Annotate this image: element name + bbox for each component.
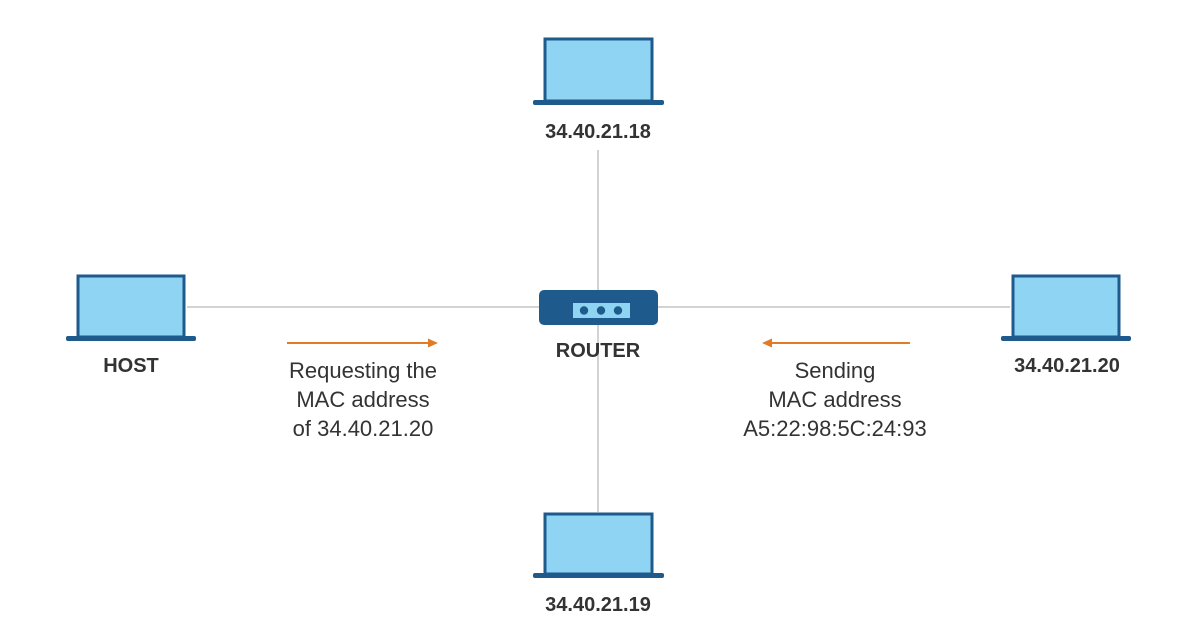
request-line-1: Requesting the bbox=[289, 358, 437, 383]
reply-arrow bbox=[762, 338, 910, 348]
router-icon bbox=[539, 290, 658, 325]
laptop-icon-host bbox=[66, 274, 196, 341]
router-label: ROUTER bbox=[555, 340, 641, 362]
reply-line-1: Sending bbox=[794, 358, 876, 383]
request-arrow bbox=[287, 338, 438, 348]
top-device-label: 34.40.21.18 bbox=[545, 121, 651, 143]
request-line-3: of 34.40.21.20 bbox=[292, 416, 434, 441]
request-message: Requesting the MAC address of 34.40.21.2… bbox=[289, 356, 437, 443]
laptop-icon-bottom bbox=[533, 512, 664, 578]
bottom-device-label: 34.40.21.19 bbox=[545, 594, 651, 616]
right-device-label: 34.40.21.20 bbox=[1014, 355, 1120, 377]
laptop-icon-top bbox=[533, 37, 664, 105]
laptop-icon-right bbox=[1001, 274, 1131, 341]
host-label: HOST bbox=[103, 355, 159, 377]
reply-message: Sending MAC address A5:22:98:5C:24:93 bbox=[743, 356, 926, 443]
reply-line-3: A5:22:98:5C:24:93 bbox=[743, 416, 927, 441]
request-line-2: MAC address bbox=[296, 387, 430, 412]
reply-line-2: MAC address bbox=[768, 387, 902, 412]
